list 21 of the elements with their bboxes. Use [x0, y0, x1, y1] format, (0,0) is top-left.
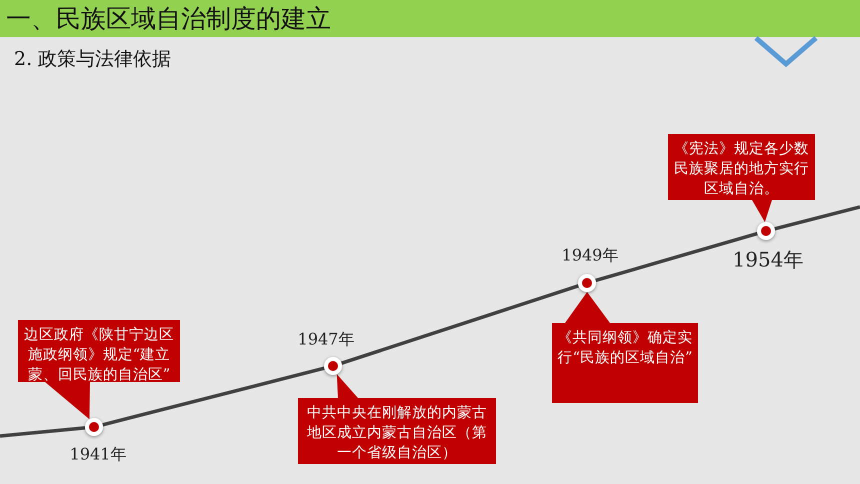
callout-pointer [565, 292, 610, 323]
year-label: 1954年 [732, 246, 804, 274]
timeline-line [102, 366, 325, 426]
timeline-dot [578, 274, 596, 292]
timeline-line [0, 426, 86, 438]
callout-pointer [336, 374, 358, 398]
year-label: 1941年 [70, 444, 126, 466]
year-label: 1949年 [562, 246, 618, 266]
timeline-line [341, 284, 579, 365]
callout-box: 《宪法》规定各少数民族聚居的地方实行区域自治。 [668, 134, 815, 200]
callout-pointer [45, 382, 90, 420]
timeline-dot [324, 357, 342, 375]
callout-pointer [752, 200, 772, 222]
callout-box: 中共中央在刚解放的内蒙古地区成立内蒙古自治区（第一个省级自治区） [298, 398, 496, 464]
year-label: 1947年 [298, 330, 354, 350]
timeline-dot [85, 418, 103, 436]
subheading: 2. 政策与法律依据 [14, 47, 172, 72]
timeline-line [774, 205, 860, 230]
timeline-line [595, 232, 758, 282]
heading: 一、民族区域自治制度的建立 [6, 3, 331, 35]
timeline-dot [757, 222, 775, 240]
